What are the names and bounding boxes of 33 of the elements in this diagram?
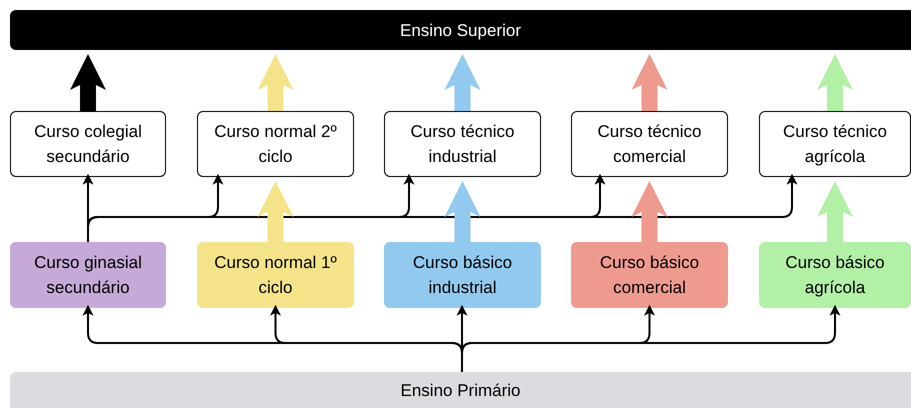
level-bar — [10, 10, 911, 50]
node-label: Ensino Superior — [400, 20, 521, 42]
course-box — [571, 111, 728, 177]
level-bar — [10, 372, 911, 408]
arrow — [258, 181, 294, 242]
arrow — [444, 181, 480, 242]
course-box — [384, 111, 541, 177]
arrow — [817, 54, 853, 111]
node-label: Curso técnico industrial — [410, 121, 516, 168]
node-label: Curso ginasial secundário — [33, 252, 143, 299]
arrow — [444, 54, 480, 111]
node-label: Curso básico comercial — [598, 252, 700, 299]
course-box — [10, 111, 166, 177]
course-box — [759, 111, 911, 177]
course-box — [10, 242, 166, 308]
node-label: Curso normal 2º ciclo — [213, 121, 338, 168]
node-label: Curso básico industrial — [412, 252, 514, 299]
course-box — [384, 242, 541, 308]
node-label: Curso normal 1º ciclo — [213, 252, 338, 299]
arrow — [258, 54, 294, 111]
node-label: Curso básico agrícola — [784, 252, 886, 299]
node-label: Curso técnico comercial — [596, 121, 702, 168]
arrow — [70, 54, 106, 111]
node-label: Curso técnico agrícola — [782, 121, 888, 168]
course-box — [197, 111, 354, 177]
arrow — [817, 181, 853, 242]
arrow — [632, 54, 668, 111]
course-box — [759, 242, 911, 308]
node-label: Curso colegial secundário — [33, 121, 143, 168]
course-box — [571, 242, 728, 308]
arrow — [632, 181, 668, 242]
course-box — [197, 242, 354, 308]
node-label: Ensino Primário — [400, 380, 520, 402]
